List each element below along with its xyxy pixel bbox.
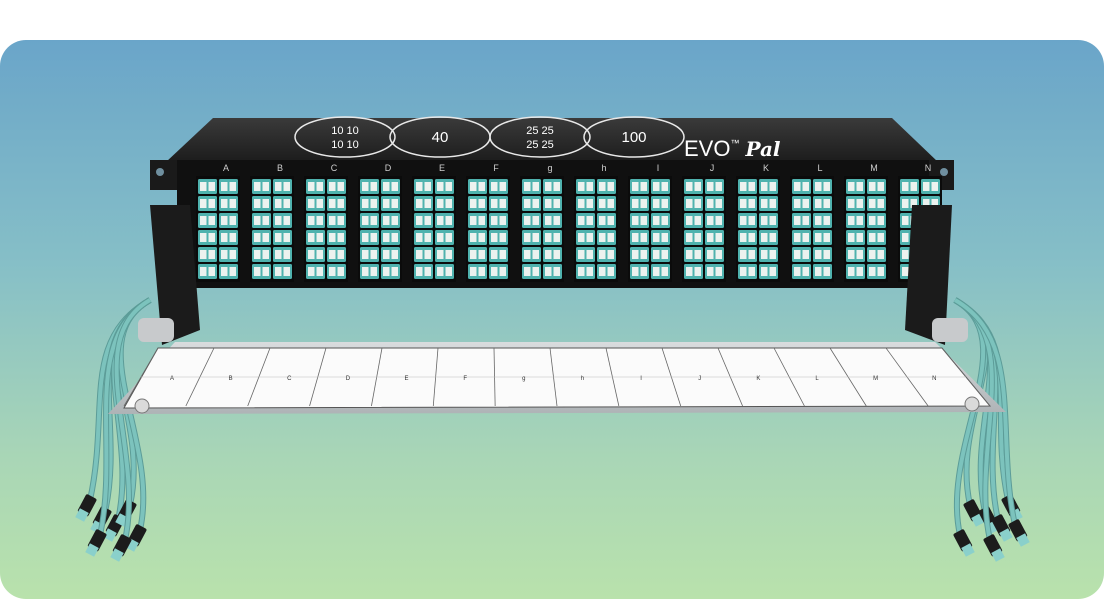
label-card-letter: C [287,376,292,382]
label-card [123,347,992,409]
left-thumbscrew [138,318,174,342]
speed-badge-label: 40 [432,129,449,146]
module-letter: h [601,163,606,173]
label-card-letter: E [405,376,409,382]
label-card-letter: K [756,376,760,382]
module-letter: I [657,163,660,173]
label-card-letter: F [463,376,467,382]
adapter-module[interactable]: C [304,163,348,282]
adapter-module[interactable]: g [520,163,564,282]
adapter-module[interactable]: h [574,163,618,282]
left-mounting-ear [150,160,178,190]
left-support-bracket [150,205,200,345]
adapter-module[interactable]: L [790,163,834,282]
module-letter: F [493,163,499,173]
right-support-bracket [905,205,952,345]
module-letter: E [439,163,445,173]
fiber-cable [110,297,152,562]
speed-badge-group: 10 10 10 10 40 25 25 25 25 100 [294,116,685,158]
speed-badge-line1: 25 25 [526,125,554,137]
fiber-cable [953,297,1030,547]
adapter-module[interactable]: M [844,163,888,282]
speed-badge: 25 25 25 25 [489,116,591,158]
fiber-cable-bundles [75,297,1030,562]
module-letter: D [385,163,392,173]
speed-badge-line2: 10 10 [331,139,359,151]
adapter-module[interactable]: I [628,163,672,282]
label-card-letter: L [815,376,819,382]
label-card-letter: B [229,376,233,382]
label-card-letter: h [581,376,584,382]
right-thumbscrew [932,318,968,342]
module-letter: K [763,163,769,173]
label-card-letter: A [170,376,174,382]
adapter-module[interactable]: K [736,163,780,282]
speed-badge: 100 [583,116,685,158]
module-letter: J [710,163,715,173]
adapter-module[interactable]: B [250,163,294,282]
tray-screw-left [134,398,150,414]
speed-badge: 10 10 10 10 [294,116,396,158]
tray-screw-right [964,396,980,412]
module-letter: N [925,163,932,173]
module-letter: g [547,163,552,173]
label-card-letter: J [698,376,701,382]
speed-badge-label: 100 [621,129,646,146]
label-card-letter: N [932,376,936,382]
label-card-letter: M [873,376,878,382]
label-card-letter: D [346,376,351,382]
module-letter: L [817,163,822,173]
label-card-letter: I [640,376,642,382]
module-letter: B [277,163,283,173]
adapter-module[interactable]: J [682,163,726,282]
adapter-module[interactable]: E [412,163,456,282]
adapter-module[interactable]: A [196,163,240,282]
module-letter: A [223,163,229,173]
adapter-module[interactable]: F [466,163,510,282]
module-letter: C [331,163,338,173]
speed-badge-line2: 25 25 [526,139,554,151]
module-letter: M [870,163,878,173]
chassis-top-cover [166,118,938,162]
label-card-letter: g [522,376,525,382]
adapter-module[interactable]: D [358,163,402,282]
speed-badge-line1: 10 10 [331,125,359,137]
